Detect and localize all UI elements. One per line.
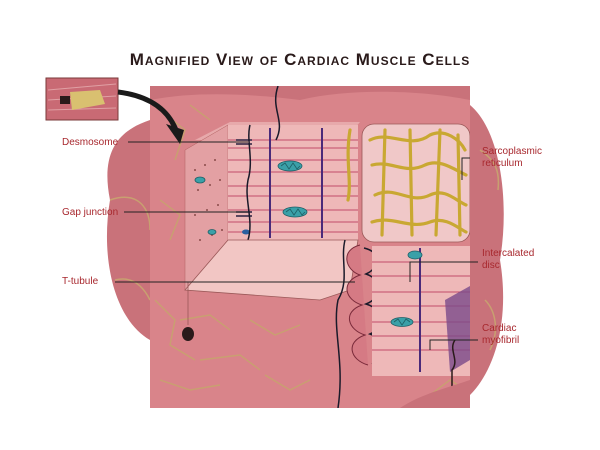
muscle-tissue-background (106, 105, 504, 395)
label-myofibril-line1: Cardiac (482, 323, 517, 334)
label-myofibril-line2: myofibril (482, 335, 520, 346)
inset-thumbnail (45, 77, 119, 121)
label-intercalated-disc: Intercalated disc (482, 248, 534, 272)
intercalated-disc-left (246, 124, 252, 241)
label-t-tubule: T-tubule (62, 276, 99, 287)
cardiac-myofibril (445, 286, 470, 372)
label-sarcoplasmic-reticulum: Sarcoplasmic reticulum (482, 146, 542, 170)
membrane-pattern (154, 104, 466, 396)
z-bands (269, 128, 323, 238)
label-desmosome: Desmosome (62, 137, 119, 148)
sarcoplasmic-reticulum (346, 128, 468, 237)
label-gap-junction: Gap junction (62, 207, 119, 218)
label-sarcoplasmic-line2: reticulum (482, 158, 523, 169)
label-intercalated-line1: Intercalated (482, 248, 535, 259)
inset-arrow (117, 89, 179, 132)
mitochondria (242, 160, 308, 235)
label-leader-lines (115, 141, 478, 350)
diagram-title: Magnified View of Cardiac Muscle Cells (129, 50, 471, 69)
label-intercalated-line2: disc (482, 260, 500, 271)
t-tubule-opening (182, 327, 194, 341)
t-tubule-openings (194, 159, 223, 241)
label-sarcoplasmic-line1: Sarcoplasmic (482, 146, 543, 157)
label-cardiac-myofibril: Cardiac myofibril (482, 323, 519, 347)
intercalated-disc-right (335, 239, 384, 408)
